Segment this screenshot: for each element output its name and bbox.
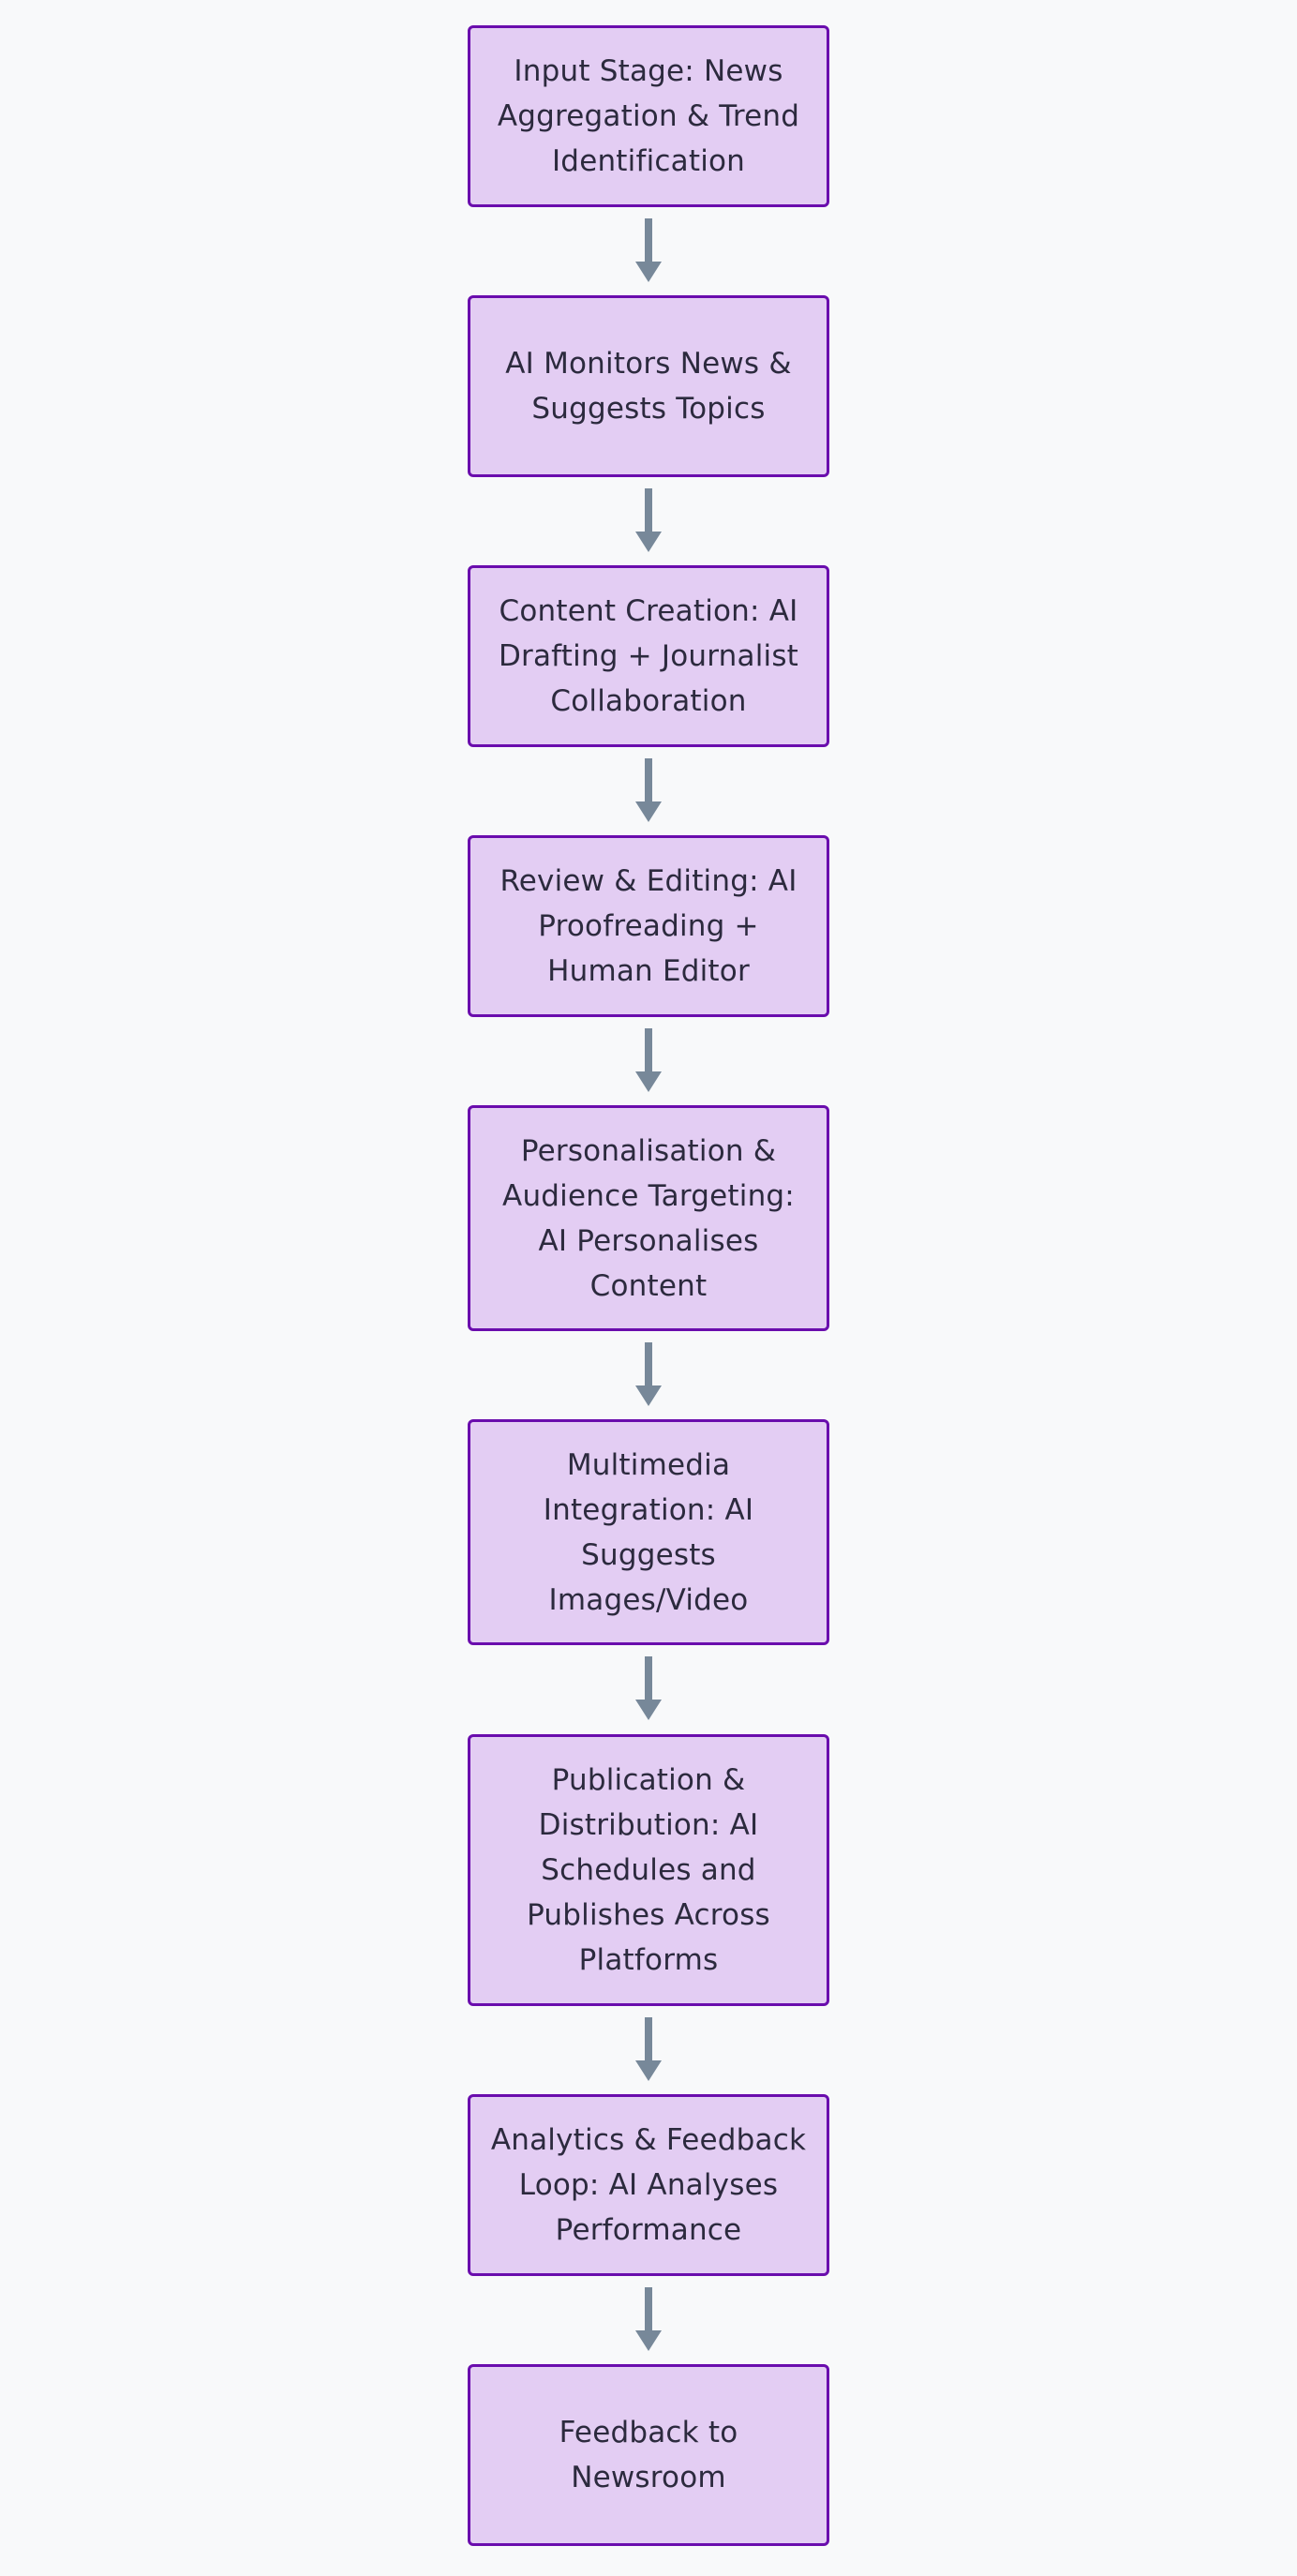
node-multimedia: Multimedia Integration: AI Suggests Imag… (468, 1419, 829, 1645)
arrow-8 (635, 2287, 662, 2351)
node-input-stage: Input Stage: News Aggregation & Trend Id… (468, 25, 829, 207)
node-ai-monitors-label: AI Monitors News & Suggests Topics (505, 347, 792, 426)
node-multimedia-label: Multimedia Integration: AI Suggests Imag… (543, 1447, 754, 1617)
node-feedback-label: Feedback to Newsroom (559, 2416, 738, 2494)
node-analytics-label: Analytics & Feedback Loop: AI Analyses P… (490, 2123, 807, 2247)
arrow-4 (635, 1028, 662, 1092)
node-content-creation-label: Content Creation: AI Drafting + Journali… (498, 594, 799, 718)
node-content-creation: Content Creation: AI Drafting + Journali… (468, 565, 829, 747)
node-input-stage-label: Input Stage: News Aggregation & Trend Id… (497, 54, 800, 178)
node-personalisation-label: Personalisation & Audience Targeting: AI… (502, 1133, 795, 1303)
arrow-1 (635, 218, 662, 282)
node-analytics: Analytics & Feedback Loop: AI Analyses P… (468, 2094, 829, 2276)
node-publication-label: Publication & Distribution: AI Schedules… (527, 1763, 770, 1977)
node-ai-monitors: AI Monitors News & Suggests Topics (468, 295, 829, 477)
arrow-5 (635, 1342, 662, 1406)
node-personalisation: Personalisation & Audience Targeting: AI… (468, 1105, 829, 1331)
arrow-7 (635, 2017, 662, 2081)
arrow-2 (635, 488, 662, 552)
node-review-editing: Review & Editing: AI Proofreading + Huma… (468, 835, 829, 1017)
arrow-3 (635, 758, 662, 822)
node-feedback: Feedback to Newsroom (468, 2364, 829, 2546)
node-publication: Publication & Distribution: AI Schedules… (468, 1734, 829, 2006)
node-review-editing-label: Review & Editing: AI Proofreading + Huma… (499, 864, 798, 988)
arrow-6 (635, 1656, 662, 1720)
